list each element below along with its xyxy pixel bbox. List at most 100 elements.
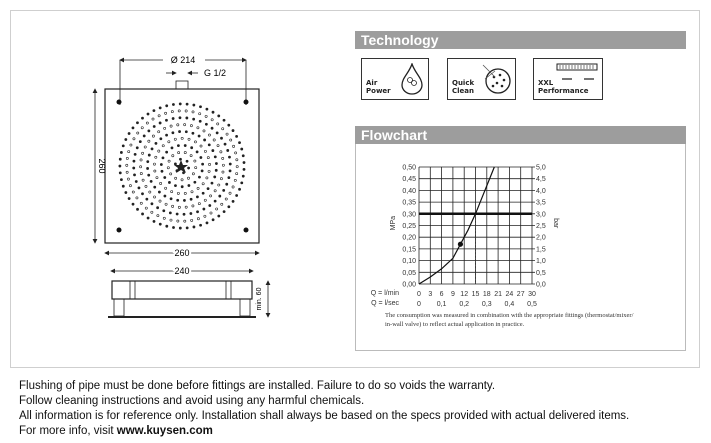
nozzle-hole — [196, 195, 199, 199]
nozzle-hole — [191, 110, 195, 114]
y-tick-label: 0,45 — [402, 176, 416, 183]
nozzle-hole — [127, 197, 131, 200]
flowchart-note-line1: The consumption was measured in combinat… — [385, 312, 634, 319]
nozzle-hole — [211, 218, 215, 222]
nozzle-hole — [190, 190, 194, 194]
nozzle-hole — [144, 206, 148, 210]
nozzle-hole — [213, 175, 217, 179]
x2-axis-label: Q = l/sec — [371, 300, 399, 307]
y-axis-label: MPa — [390, 216, 397, 231]
nozzle-hole — [184, 205, 188, 209]
nozzle-hole — [199, 105, 202, 109]
nozzle-hole — [193, 159, 197, 163]
nozzle-hole — [225, 182, 229, 186]
x-tick-label: 15 — [472, 291, 480, 298]
nozzle-hole — [141, 178, 145, 182]
x-tick-label: 3 — [428, 291, 432, 298]
nozzle-hole — [141, 116, 144, 120]
x-tick-label: 18 — [483, 291, 491, 298]
nozzle-hole — [166, 166, 170, 170]
nozzle-hole — [183, 123, 187, 127]
y-right-tick-label: 0,0 — [536, 282, 546, 289]
nozzle-hole — [139, 172, 143, 175]
nozzle-hole — [231, 199, 235, 203]
nozzle-hole — [203, 198, 207, 202]
nozzle-hole — [191, 172, 195, 176]
nozzle-hole — [147, 139, 151, 143]
x-tick-label: 30 — [528, 291, 536, 298]
nozzle-hole — [227, 176, 231, 180]
nozzle-hole — [164, 111, 167, 115]
nozzle-hole — [153, 162, 156, 166]
nozzle-hole — [131, 190, 135, 194]
nozzle-hole — [146, 112, 150, 116]
nozzle-hole — [177, 109, 181, 113]
nozzle-hole — [198, 112, 202, 116]
nozzle-hole — [163, 194, 167, 198]
nozzle-hole — [203, 138, 207, 142]
nozzle-hole — [225, 132, 229, 136]
nozzle-hole — [141, 192, 144, 196]
x-tick-label: 12 — [460, 291, 468, 298]
nozzle-hole — [131, 126, 135, 130]
nozzle-hole — [121, 144, 125, 148]
nozzle-hole — [189, 197, 193, 201]
nozzle-hole — [126, 177, 130, 181]
nozzle-hole — [167, 140, 171, 144]
dim-height: 260 — [97, 158, 107, 173]
nozzle-hole — [224, 197, 228, 201]
nozzle-hole — [209, 211, 213, 215]
nozzle-hole — [161, 156, 165, 160]
y-right-tick-label: 1,5 — [536, 246, 546, 253]
website-link[interactable]: www.kuysen.com — [116, 425, 213, 437]
nozzle-hole — [228, 191, 232, 195]
y-tick-label: 0,15 — [402, 246, 416, 253]
nozzle-hole — [127, 132, 131, 135]
nozzle-hole — [210, 118, 214, 122]
nozzle-hole — [184, 109, 188, 113]
nozzle-hole — [173, 137, 177, 141]
nozzle-hole — [160, 169, 164, 173]
nozzle-hole — [220, 136, 223, 140]
nozzle-hole — [196, 187, 200, 190]
nozzle-hole — [184, 130, 188, 134]
nozzle-hole — [148, 190, 152, 194]
y-tick-label: 0,35 — [402, 200, 416, 207]
nozzle-hole — [183, 192, 187, 195]
x-tick-label: 0 — [417, 291, 421, 298]
y-right-tick-label: 4,0 — [536, 188, 546, 195]
nozzle-hole — [141, 151, 144, 155]
nozzle-hole — [164, 186, 168, 190]
y-tick-label: 0,50 — [402, 165, 416, 172]
nozzle-hole — [165, 224, 169, 228]
nozzle-hole — [185, 226, 189, 230]
nozzle-hole — [213, 155, 217, 159]
nozzle-hole — [154, 141, 158, 145]
dim-width: 260 — [174, 248, 189, 258]
nozzle-hole — [201, 182, 205, 186]
nozzle-hole — [163, 176, 167, 179]
nozzle-hole — [157, 114, 161, 118]
nozzle-hole — [226, 149, 230, 152]
nozzle-hole — [194, 166, 198, 170]
nozzle-hole — [151, 134, 155, 138]
nozzle-hole — [157, 130, 161, 134]
operating-point-marker — [457, 241, 464, 247]
badge-line1: Air — [366, 79, 378, 87]
nozzle-hole — [150, 210, 154, 214]
nozzle-hole — [210, 181, 214, 185]
nozzle-hole — [168, 181, 171, 184]
nozzle-hole — [156, 206, 160, 210]
nozzle-hole — [172, 103, 175, 106]
nozzle-hole — [238, 187, 241, 191]
nozzle-hole — [187, 184, 191, 187]
nozzle-hole — [209, 194, 213, 198]
y-right-axis-label: bar — [552, 218, 559, 229]
nozzle-hole — [206, 187, 210, 191]
nozzle-hole — [158, 222, 162, 226]
nozzle-hole — [201, 191, 205, 195]
nozzle-hole — [240, 181, 244, 185]
nozzle-hole — [146, 160, 150, 164]
nozzle-hole — [205, 107, 209, 111]
